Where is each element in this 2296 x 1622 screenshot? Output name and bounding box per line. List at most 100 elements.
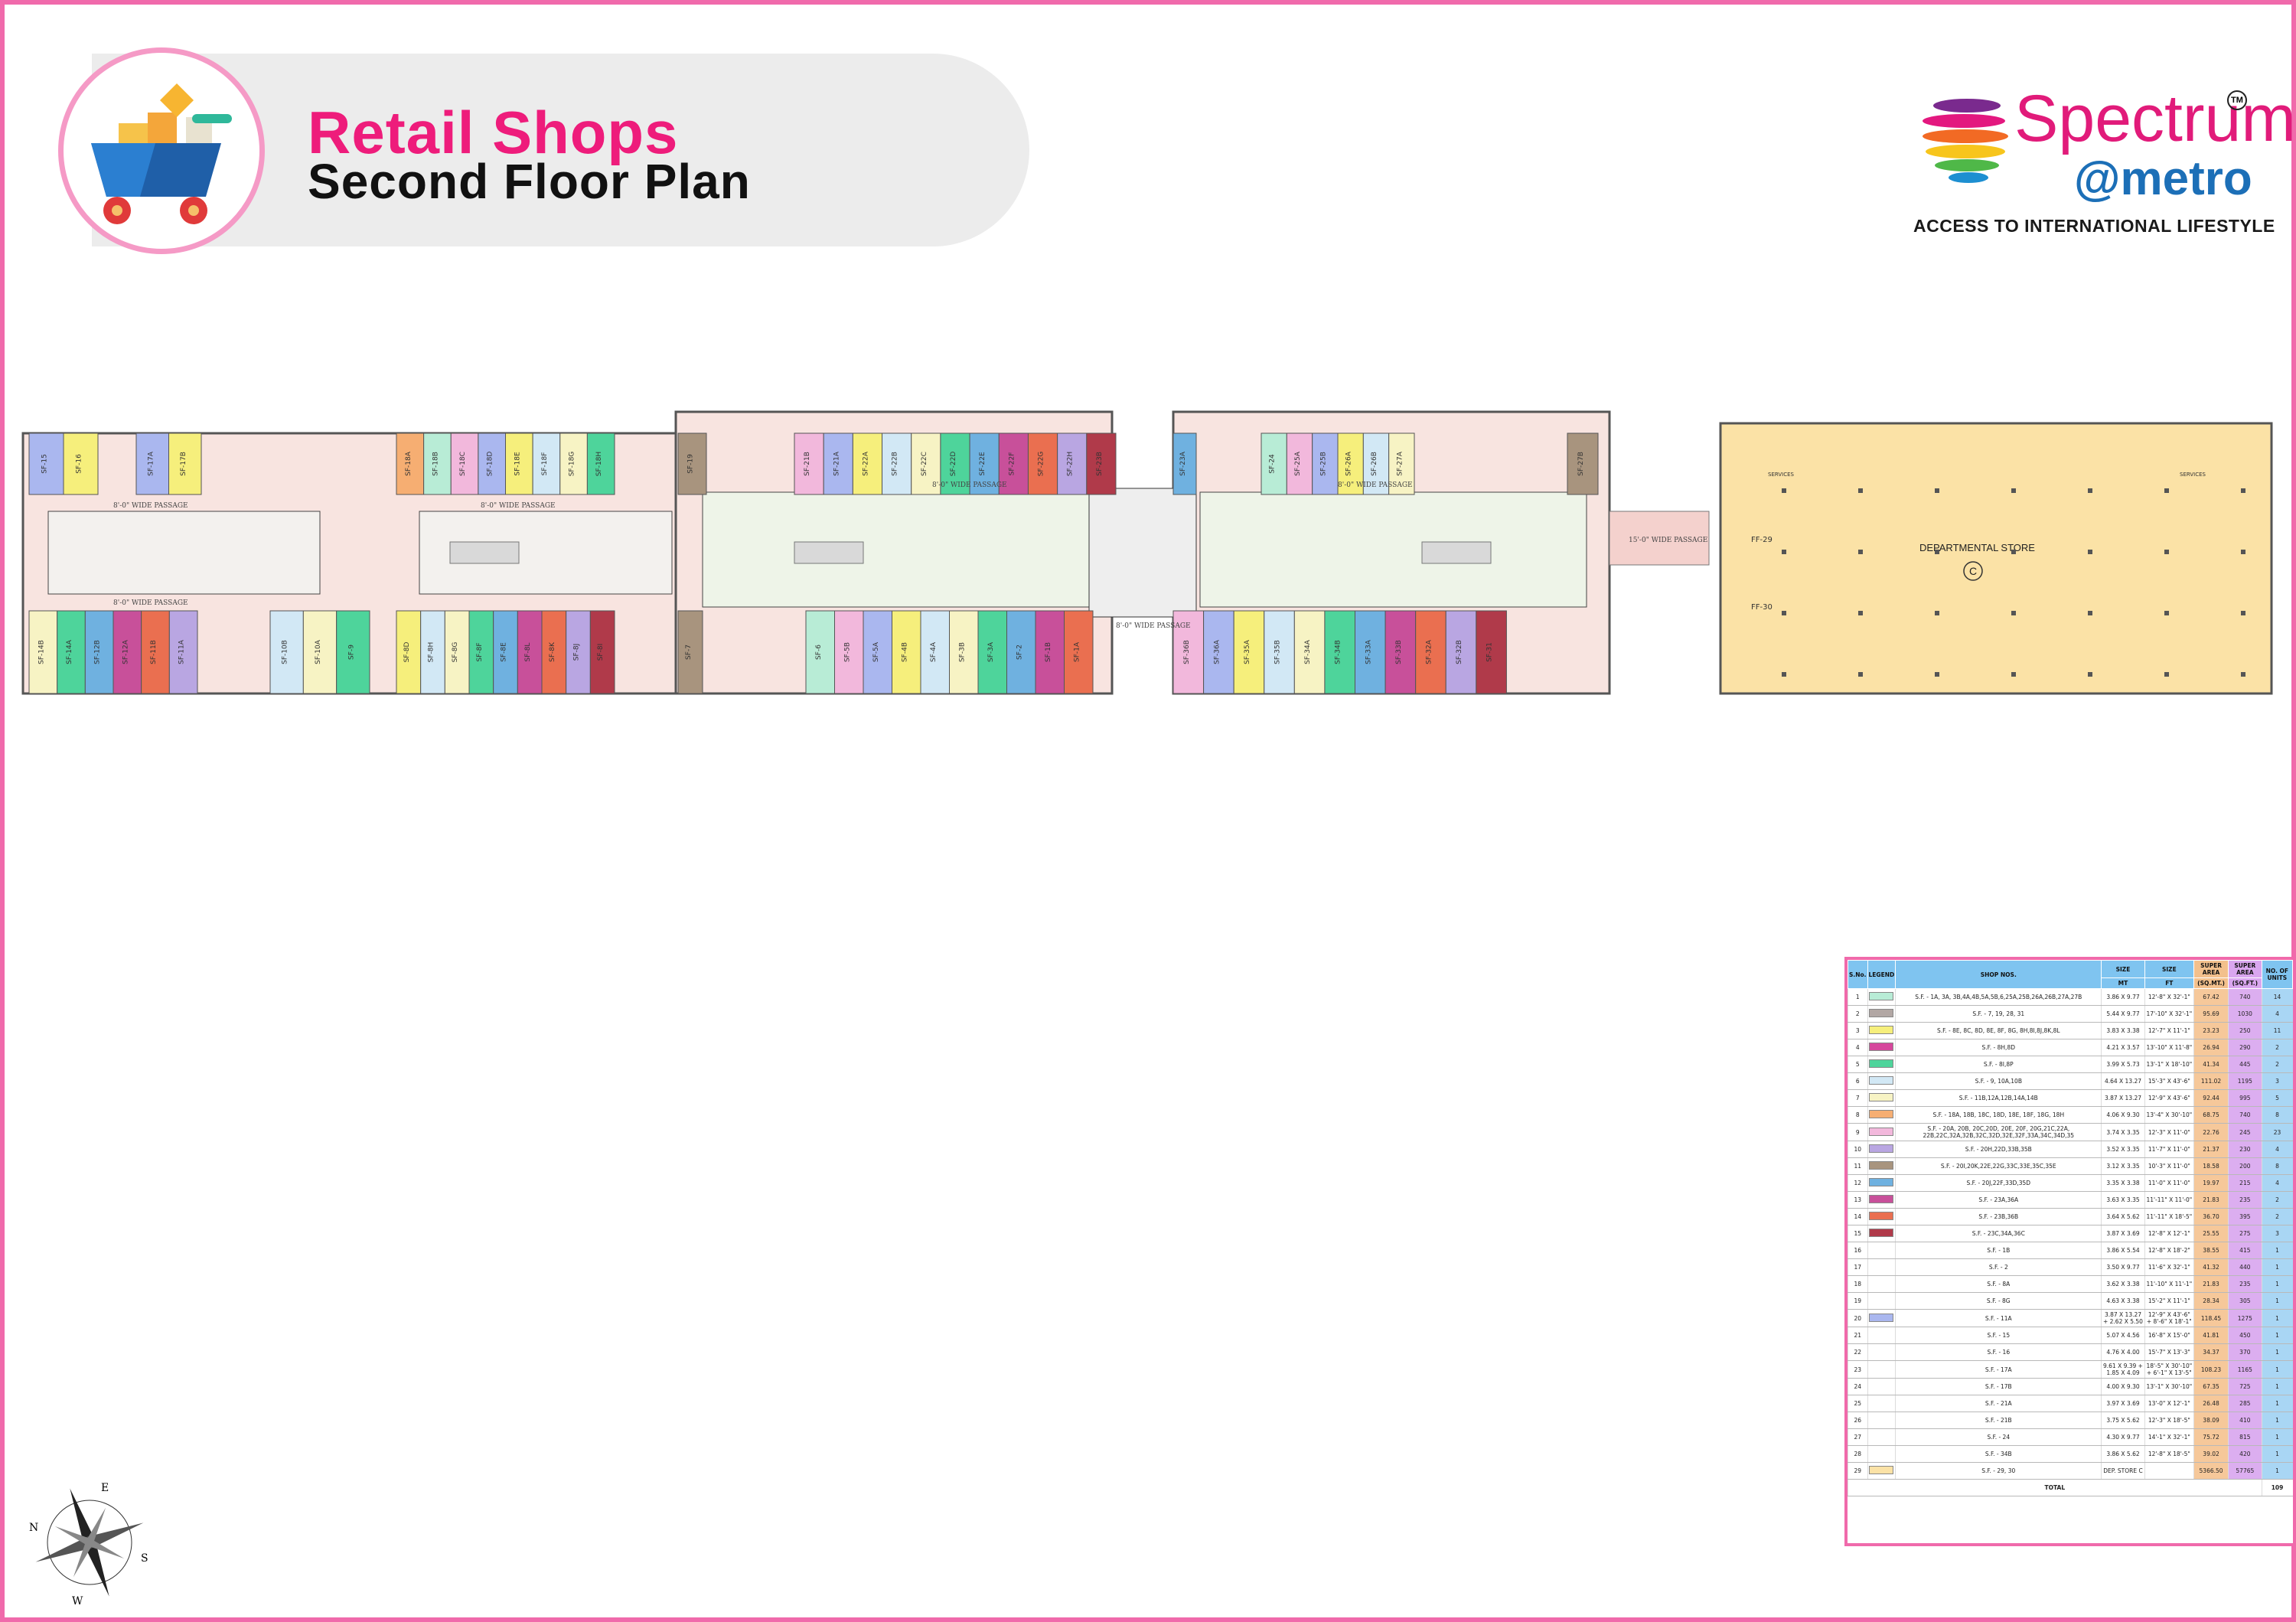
row-sno: 25: [1848, 1395, 1868, 1412]
row-super-sqft: 725: [2228, 1378, 2262, 1395]
shop-label: SF-22F: [1008, 452, 1016, 476]
row-units: 1: [2261, 1275, 2293, 1293]
row-super-sqft: 290: [2228, 1039, 2262, 1056]
row-units: 11: [2261, 1022, 2293, 1039]
shop-label: SF-19: [687, 454, 695, 474]
brand-name: Spectrum: [2014, 82, 2296, 155]
row-size-ft: 15'-7" X 13'-3": [2144, 1343, 2194, 1361]
row-sno: 29: [1848, 1462, 1868, 1480]
row-size-mt: 4.00 X 9.30: [2101, 1378, 2145, 1395]
row-super-sqm: 21.83: [2193, 1275, 2229, 1293]
row-super-sqft: 245: [2228, 1123, 2262, 1141]
row-units: 3: [2261, 1072, 2293, 1090]
row-sno: 19: [1848, 1292, 1868, 1310]
column-marker: [1935, 672, 1939, 677]
shop-label: SF-8F: [476, 642, 484, 661]
shop-label: SF-7: [685, 645, 693, 660]
shop-unit: [940, 432, 970, 495]
shop-unit: [863, 610, 892, 694]
row-size-mt: 4.06 X 9.30: [2101, 1106, 2145, 1124]
row-super-sqft: 1030: [2228, 1005, 2262, 1023]
shop-unit: [57, 610, 86, 694]
row-super-sqm: 25.55: [2193, 1225, 2229, 1242]
shop-label: SF-22B: [892, 452, 899, 476]
shop-label: SF-8L: [524, 643, 532, 662]
row-sno: 23: [1848, 1360, 1868, 1379]
row-shops: S.F. - 18A, 18B, 18C, 18D, 18E, 18F, 18G…: [1895, 1106, 2102, 1124]
row-super-sqft: 740: [2228, 988, 2262, 1006]
page-subtitle: Second Floor Plan: [308, 154, 751, 209]
shop-label: SF-8H: [428, 642, 435, 663]
row-super-sqft: 815: [2228, 1428, 2262, 1446]
row-legend: [1867, 1022, 1896, 1039]
row-legend: [1867, 1275, 1896, 1293]
row-units: 8: [2261, 1157, 2293, 1175]
row-legend: [1867, 1360, 1896, 1379]
column-marker: [1858, 488, 1863, 493]
row-legend: [1867, 1089, 1896, 1107]
shop-unit: [589, 610, 615, 694]
col-super-sqft: SUPER AREA: [2228, 960, 2262, 978]
shop-label: SF-11A: [178, 639, 186, 664]
row-super-sqm: 22.76: [2193, 1123, 2229, 1141]
row-sno: 14: [1848, 1208, 1868, 1225]
row-shops: S.F. - 29, 30: [1895, 1462, 2102, 1480]
row-legend: [1867, 988, 1896, 1006]
shop-unit: [920, 610, 950, 694]
shop-unit: [1172, 610, 1205, 694]
row-units: 1: [2261, 1395, 2293, 1412]
compass-e: E: [101, 1482, 109, 1494]
column-marker: [1782, 550, 1786, 554]
legend-swatch: [1869, 992, 1894, 1000]
row-legend: [1867, 1292, 1896, 1310]
row-super-sqft: 420: [2228, 1445, 2262, 1463]
legend-swatch: [1869, 1161, 1894, 1170]
row-sno: 28: [1848, 1445, 1868, 1463]
row-units: 4: [2261, 1141, 2293, 1158]
shop-label: SF-22A: [862, 451, 869, 476]
shopping-cart-icon: [58, 47, 265, 254]
area-table: S.No. LEGEND SHOP NOS. SIZE SIZE SUPER A…: [1844, 957, 2296, 1546]
row-size-ft: 13'-1" X 18'-10": [2144, 1056, 2194, 1073]
column-marker: [2241, 488, 2245, 493]
row-shops: S.F. - 7, 19, 28, 31: [1895, 1005, 2102, 1023]
row-units: 14: [2261, 988, 2293, 1006]
row-sno: 5: [1848, 1056, 1868, 1073]
row-legend: [1867, 1174, 1896, 1192]
shop-unit: [269, 610, 304, 694]
row-super-sqft: 57765: [2228, 1462, 2262, 1480]
shop-label: SF-12A: [122, 639, 129, 664]
row-sno: 2: [1848, 1005, 1868, 1023]
row-shops: S.F. - 20I,20K,22E,22G,33C,33E,35C,35E: [1895, 1157, 2102, 1175]
row-sno: 8: [1848, 1106, 1868, 1124]
column-marker: [1935, 611, 1939, 615]
row-size-ft: 11'-10" X 11'-1": [2144, 1275, 2194, 1293]
col-units: NO. OF UNITS: [2261, 960, 2294, 989]
page-title: Retail Shops: [308, 99, 679, 166]
column-marker: [1858, 611, 1863, 615]
row-shops: S.F. - 8A: [1895, 1275, 2102, 1293]
row-units: 3: [2261, 1225, 2293, 1242]
shop-label: SF-3B: [958, 642, 966, 662]
shop-unit: [468, 610, 494, 694]
shop-label: SF-10A: [315, 639, 322, 664]
row-super-sqm: 67.35: [2193, 1378, 2229, 1395]
shop-label: SF-18E: [514, 452, 521, 476]
shop-unit: [949, 610, 979, 694]
shop-unit: [493, 610, 518, 694]
row-legend: [1867, 1208, 1896, 1225]
compass-n: N: [29, 1522, 38, 1534]
row-legend: [1867, 1141, 1896, 1158]
shop-unit: [882, 432, 912, 495]
passage-label: 8'-0" WIDE PASSAGE: [113, 599, 188, 607]
row-legend: [1867, 1106, 1896, 1124]
shop-label: SF-25A: [1294, 451, 1302, 476]
shop-label: SF-33B: [1395, 640, 1403, 664]
row-super-sqft: 415: [2228, 1242, 2262, 1259]
shop-label: SF-34A: [1304, 639, 1312, 664]
